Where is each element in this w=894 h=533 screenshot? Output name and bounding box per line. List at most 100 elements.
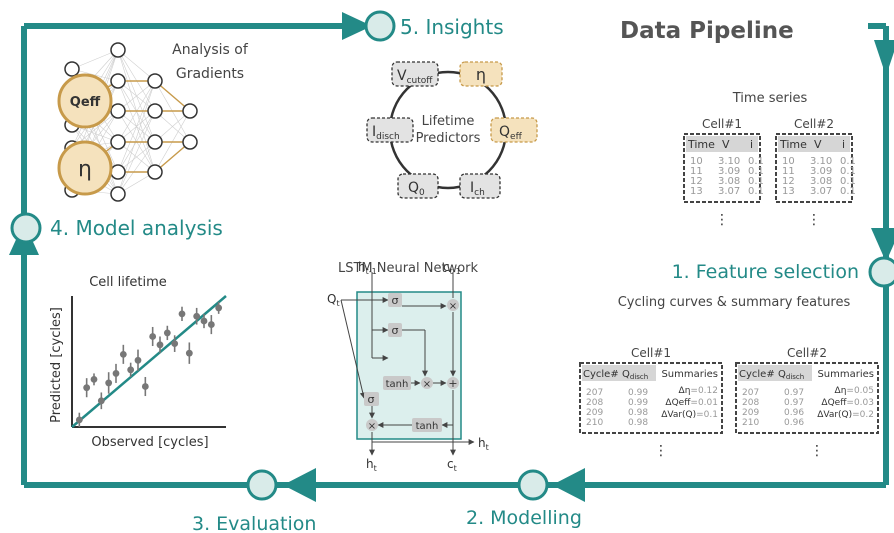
gate-cell-tanh xyxy=(412,418,442,432)
network-node xyxy=(147,164,163,180)
op-cell-add-label: + xyxy=(448,377,457,390)
lstm-hprev-sub: t-1 xyxy=(366,267,377,276)
svg-text:ct: ct xyxy=(447,457,457,473)
node-model-analysis xyxy=(10,212,42,244)
ts-data-cell: 10 xyxy=(690,156,703,167)
stage-label-insights: 5. Insights xyxy=(400,15,504,39)
chart-marks xyxy=(71,295,227,428)
lstm-cout: c xyxy=(447,457,454,471)
cyc-data-q: 0.97 xyxy=(784,388,804,398)
cyc-data-cycle: 209 xyxy=(742,408,759,418)
chart-ylabel: Predicted [cycles] xyxy=(49,307,64,423)
network-node xyxy=(110,73,126,89)
ts-data-cell: 0.1 xyxy=(748,166,764,177)
network-edge xyxy=(117,80,156,173)
cyc-header-summaries: Summaries xyxy=(817,369,874,380)
data-point xyxy=(119,350,127,358)
node-insights xyxy=(364,10,396,42)
node-qeff-highlight xyxy=(57,73,113,129)
ts-data-cell: 12 xyxy=(782,176,795,187)
predictor-qeff-box xyxy=(490,117,538,143)
stage-label-modelling: 2. Modelling xyxy=(466,507,582,529)
ts-cell-name: Cell#2 xyxy=(794,117,834,131)
gate-candidate-tanh xyxy=(383,376,411,390)
cyc-cell-name: Cell#2 xyxy=(787,346,827,360)
ts-data-cell: 3.10 xyxy=(718,156,740,167)
cyc-data-q: 0.99 xyxy=(628,388,648,398)
svg-text:ht: ht xyxy=(366,457,377,473)
gate-input-sigma xyxy=(388,323,402,337)
data-point xyxy=(83,384,91,392)
svg-text:ht-1: ht-1 xyxy=(358,260,377,276)
ts-data-cell: 3.08 xyxy=(810,176,832,187)
network-edge xyxy=(117,110,156,195)
op-input-multiply-label: × xyxy=(423,379,431,390)
lstm-diagram: LSTM Neural Network xyxy=(327,260,489,473)
cyc-data-q: 0.96 xyxy=(784,408,804,418)
data-point xyxy=(127,366,135,374)
predictor-idisch-sub: disch xyxy=(376,132,400,142)
predictor-qeff-sub: eff xyxy=(510,132,523,142)
network-edge xyxy=(117,80,156,112)
ts-data-cell: 3.09 xyxy=(810,166,832,177)
ts-header-cell: V xyxy=(722,138,730,151)
data-point xyxy=(90,375,98,383)
network-edge xyxy=(71,49,119,70)
predictor-vcutoff-sub: cutoff xyxy=(407,76,434,86)
network-node xyxy=(110,103,126,119)
arrow-down-right-mid xyxy=(871,228,894,262)
ts-data-cell: 12 xyxy=(690,176,703,187)
data-point xyxy=(156,341,164,349)
stage-label-feature-selection: 1. Feature selection xyxy=(672,261,859,283)
predictor-q0-sub: 0 xyxy=(419,188,425,198)
network-edge xyxy=(71,68,119,82)
ts-data-cell: 11 xyxy=(690,166,703,177)
lstm-title: LSTM Neural Network xyxy=(338,261,479,276)
lstm-hout-sub: t xyxy=(374,464,377,473)
data-point xyxy=(149,333,157,340)
cyc-data-cycle: 209 xyxy=(586,408,603,418)
svg-text:Idisch: Idisch xyxy=(372,124,400,142)
arrow-left-modelling xyxy=(552,468,585,502)
fit-line xyxy=(71,295,227,428)
data-point xyxy=(134,356,142,364)
lstm-hout: h xyxy=(366,457,374,471)
svg-text:Ich: Ich xyxy=(470,180,485,198)
cyc-cell-name: Cell#1 xyxy=(631,346,671,360)
cyc-header-summaries: Summaries xyxy=(661,369,718,380)
chart-title: Cell lifetime xyxy=(89,275,167,290)
cyc-data-cycle: 210 xyxy=(586,418,603,428)
arrow-to-insights xyxy=(342,12,372,40)
ts-header-band xyxy=(686,136,758,152)
op-forget-multiply xyxy=(447,299,459,311)
network-edge xyxy=(117,141,156,195)
data-point xyxy=(171,340,179,348)
network-edge xyxy=(117,141,156,173)
predictor-q0-main: Q xyxy=(408,180,419,196)
ts-ellipsis: ⋮ xyxy=(807,212,821,228)
cyc-header-cycle: Cycle# xyxy=(739,369,775,380)
diagram-title: Data Pipeline xyxy=(620,18,794,44)
node-feature-selection xyxy=(868,256,894,288)
ts-header-cell: V xyxy=(814,138,822,151)
network-node xyxy=(110,42,126,58)
data-point xyxy=(185,349,193,357)
svg-text:Qt: Qt xyxy=(327,292,340,308)
time-series-title: Time series xyxy=(732,91,808,106)
cyc-data-q: 0.98 xyxy=(628,408,648,418)
node-evaluation xyxy=(246,469,278,501)
stage-label-evaluation: 3. Evaluation xyxy=(192,513,316,533)
data-point xyxy=(141,383,149,390)
cyc-data-cycle: 210 xyxy=(742,418,759,428)
lstm-hprev: h xyxy=(358,260,366,274)
predictors-center-line2: Predictors xyxy=(416,131,481,146)
ts-data-cell: 13 xyxy=(690,186,703,197)
chart-xlabel: Observed [cycles] xyxy=(91,435,208,450)
cyc-data-cycle: 207 xyxy=(742,388,759,398)
gradients-title-line2: Gradients xyxy=(176,66,244,82)
data-point xyxy=(200,317,208,325)
